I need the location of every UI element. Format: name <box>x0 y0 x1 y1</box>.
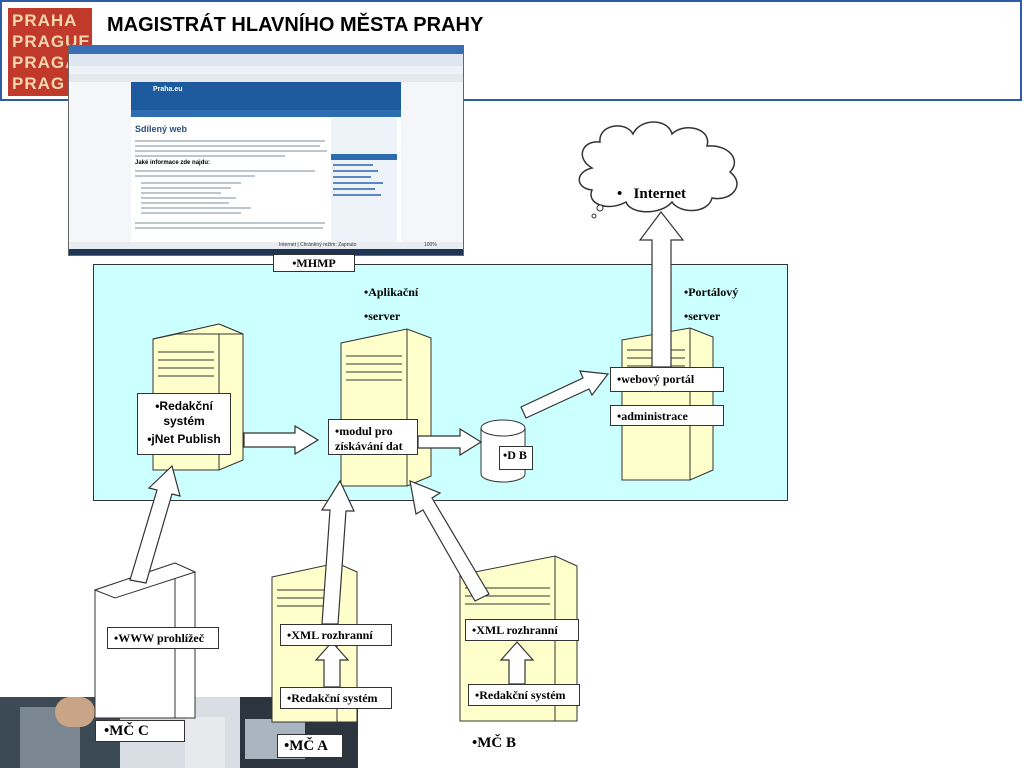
sidebar-link <box>333 188 375 190</box>
arrow-mcb-inner <box>499 641 535 685</box>
redakcni-system-b: •Redakční systém <box>468 684 580 706</box>
text-line <box>135 145 320 147</box>
text-line <box>135 222 325 224</box>
mc-b-label: •MČ B <box>472 735 516 751</box>
text-line <box>135 175 255 177</box>
browser-titlebar <box>69 46 463 54</box>
redakcni-system-label: •Redakční systém <box>155 399 213 428</box>
server-aplikacni <box>340 328 432 487</box>
sidebar-header <box>331 154 397 160</box>
text-line <box>141 182 241 184</box>
arrow-mca-inner <box>314 641 350 688</box>
text-line <box>135 150 327 152</box>
arrow-mcc-to-redakcni <box>129 464 181 584</box>
sidebar-link <box>333 194 381 196</box>
mhmp-label: •MHMP <box>273 254 355 272</box>
browser-status-text: Internet | Chráněný režim: Zapnuto <box>279 242 357 248</box>
site-menu <box>131 110 401 117</box>
arrow-redakcni-to-modul <box>243 424 320 456</box>
text-line <box>135 170 315 172</box>
text-line <box>141 197 236 199</box>
text-line <box>141 192 221 194</box>
text-line <box>135 140 325 142</box>
site-heading: Sdílený web <box>135 124 188 134</box>
photo-person <box>55 697 95 727</box>
portal-server-label-2: •server <box>684 309 721 323</box>
sidebar-link <box>333 182 383 184</box>
webovy-portal-box: •webový portál <box>610 367 724 392</box>
db-label: •D B <box>499 446 533 470</box>
site-banner <box>131 82 401 110</box>
portal-server-label-1: •Portálový <box>684 285 739 299</box>
internet-label: • Internet <box>617 186 687 202</box>
text-line <box>141 202 229 204</box>
xml-rozhranni-b: •XML rozhranní <box>465 619 579 641</box>
text-line <box>135 227 323 229</box>
modul-box: •modul pro získávání dat <box>328 419 418 455</box>
logo-line-3: PRAGA <box>12 53 79 72</box>
logo-line-4: PRAG <box>12 74 66 93</box>
browser-statusbar <box>69 242 463 249</box>
browser-tabs <box>69 74 463 82</box>
text-line <box>135 155 285 157</box>
redakcni-system-a: •Redakční systém <box>280 687 392 709</box>
arrow-mca-to-modul <box>320 479 355 625</box>
site-name: Praha.eu <box>153 86 183 93</box>
text-line <box>141 187 231 189</box>
text-line <box>141 207 251 209</box>
internet-text: Internet <box>633 186 687 202</box>
server-portalovy <box>621 327 714 481</box>
logo-line-1: PRAHA <box>12 11 78 30</box>
xml-rozhranni-a: •XML rozhranní <box>280 624 392 646</box>
app-server-label-1: •Aplikační <box>364 285 419 299</box>
sidebar-link <box>333 176 371 178</box>
www-prohlizec-box: •WWW prohlížeč <box>107 627 219 649</box>
sidebar-link <box>333 170 378 172</box>
praha-logo: PRAHA PRAGUE PRAGA PRAG <box>8 8 92 96</box>
browser-zoom: 100% <box>424 242 437 248</box>
redakcni-system-box: •Redakční systém •jNet Publish <box>137 393 231 455</box>
arrow-db-to-portal <box>520 370 610 419</box>
arrow-portal-to-internet <box>638 211 685 368</box>
page-title: MAGISTRÁT HLAVNÍHO MĚSTA PRAHY <box>107 14 484 36</box>
mc-c-label: •MČ C <box>95 720 185 742</box>
sidebar-link <box>333 164 373 166</box>
internet-cloud <box>578 121 738 219</box>
taskbar <box>69 249 463 255</box>
arrow-modul-to-db <box>417 427 483 457</box>
arrow-mcb-to-aplikacni <box>409 480 490 602</box>
administrace-box: •administrace <box>610 405 724 426</box>
browser-favorites-bar <box>69 66 463 74</box>
browser-addressbar <box>69 54 463 66</box>
app-server-label-2: •server <box>364 309 401 323</box>
text-line <box>141 212 241 214</box>
website-screenshot: Praha.eu Sdílený web Jaké informace zde … <box>68 45 464 256</box>
mc-a-label: •MČ A <box>277 734 343 758</box>
photo-segment <box>185 717 225 768</box>
site-sidebar <box>331 118 397 253</box>
site-subheading: Jaké informace zde najdu: <box>135 160 211 166</box>
jnet-publish-label: •jNet Publish <box>147 432 221 446</box>
